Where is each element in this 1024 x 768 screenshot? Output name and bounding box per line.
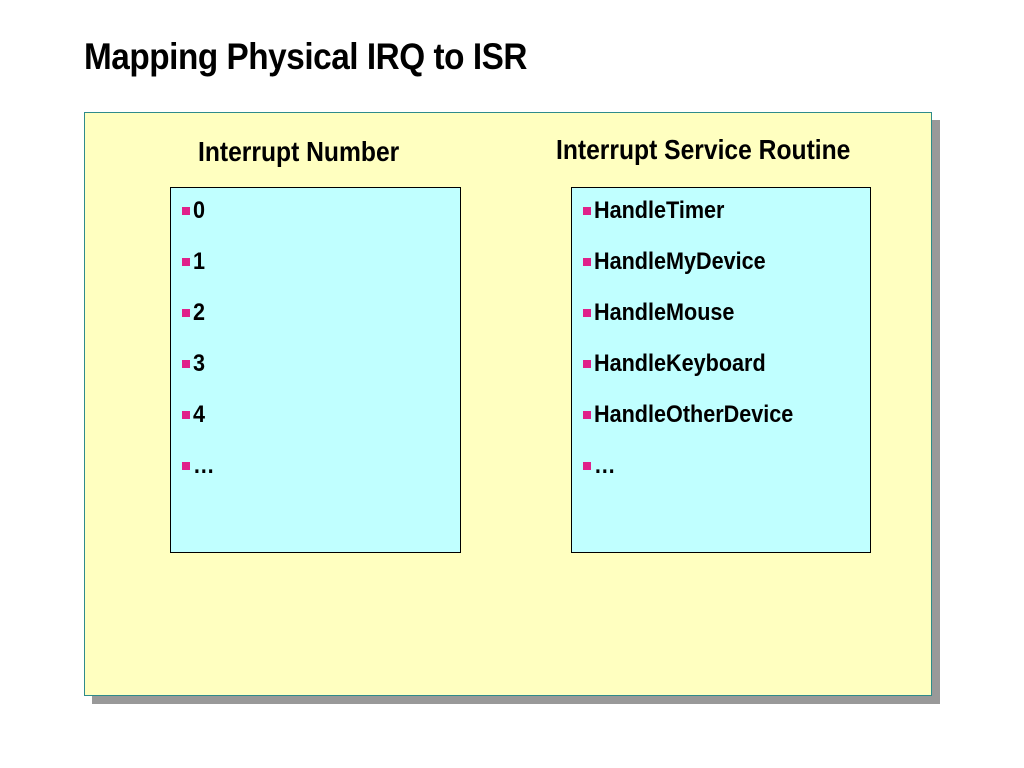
square-bullet-icon — [583, 309, 591, 317]
interrupt-service-routine-heading: Interrupt Service Routine — [556, 134, 851, 165]
list-item: 4 — [182, 401, 217, 452]
interrupt-number-text: 0 — [193, 197, 206, 224]
interrupt-service-routine-box: HandleTimer HandleMyDevice HandleMouse H… — [571, 187, 871, 553]
square-bullet-icon — [583, 360, 591, 368]
list-item: HandleKeyboard — [583, 350, 815, 401]
interrupt-service-routine-list: HandleTimer HandleMyDevice HandleMouse H… — [583, 197, 815, 503]
interrupt-number-box: 0 1 2 3 4 … — [170, 187, 461, 553]
interrupt-number-heading: Interrupt Number — [198, 136, 400, 167]
square-bullet-icon — [182, 258, 190, 266]
slide-title: Mapping Physical IRQ to ISR — [84, 36, 528, 77]
list-item: 3 — [182, 350, 217, 401]
list-item: 2 — [182, 299, 217, 350]
list-item: HandleMyDevice — [583, 248, 815, 299]
square-bullet-icon — [583, 258, 591, 266]
list-item: HandleOtherDevice — [583, 401, 815, 452]
list-item: 1 — [182, 248, 217, 299]
interrupt-number-list: 0 1 2 3 4 … — [182, 197, 217, 503]
square-bullet-icon — [182, 360, 190, 368]
interrupt-number-text: 4 — [193, 401, 206, 428]
list-item: … — [583, 452, 815, 503]
interrupt-number-text: 2 — [193, 299, 206, 326]
square-bullet-icon — [583, 411, 591, 419]
interrupt-number-text: 1 — [193, 248, 206, 275]
square-bullet-icon — [182, 411, 190, 419]
square-bullet-icon — [182, 207, 190, 215]
list-item: 0 — [182, 197, 217, 248]
interrupt-number-text: 3 — [193, 350, 206, 377]
square-bullet-icon — [583, 207, 591, 215]
isr-name-text: HandleMouse — [594, 299, 735, 326]
list-item: HandleTimer — [583, 197, 815, 248]
list-item: HandleMouse — [583, 299, 815, 350]
interrupt-number-text: … — [193, 452, 215, 479]
isr-name-text: HandleTimer — [594, 197, 725, 224]
square-bullet-icon — [182, 462, 190, 470]
square-bullet-icon — [583, 462, 591, 470]
isr-name-text: … — [594, 452, 616, 479]
isr-name-text: HandleKeyboard — [594, 350, 766, 377]
isr-name-text: HandleMyDevice — [594, 248, 766, 275]
list-item: … — [182, 452, 217, 503]
square-bullet-icon — [182, 309, 190, 317]
isr-name-text: HandleOtherDevice — [594, 401, 794, 428]
